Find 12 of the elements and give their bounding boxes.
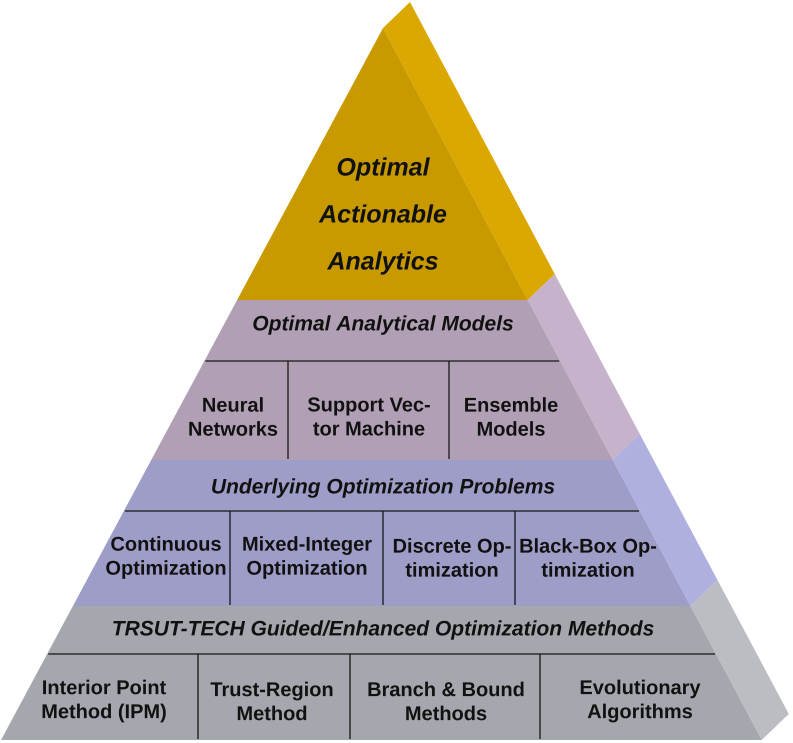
item-label: Continuous Optimization: [106, 536, 226, 579]
item-label: Branch & Bound Methods: [368, 682, 524, 720]
item-label: Support Vec- tor Machine: [308, 397, 430, 436]
pyramid-apex: Optimal Actionable Analytics: [237, 2, 555, 300]
item-label: Mixed-Integer Optimization: [243, 536, 372, 579]
item-label: Ensemble Models: [465, 397, 558, 436]
item-label: Trust-Region Method: [210, 682, 332, 720]
item-label: Neural Networks: [189, 397, 278, 436]
item-label: Black-Box Op- timization: [520, 538, 656, 577]
item-label: Interior Point Method (IPM): [42, 680, 166, 722]
item-label: Discrete Op- timization: [394, 538, 511, 577]
item-label: Evolutionary Algorithms: [580, 680, 700, 722]
